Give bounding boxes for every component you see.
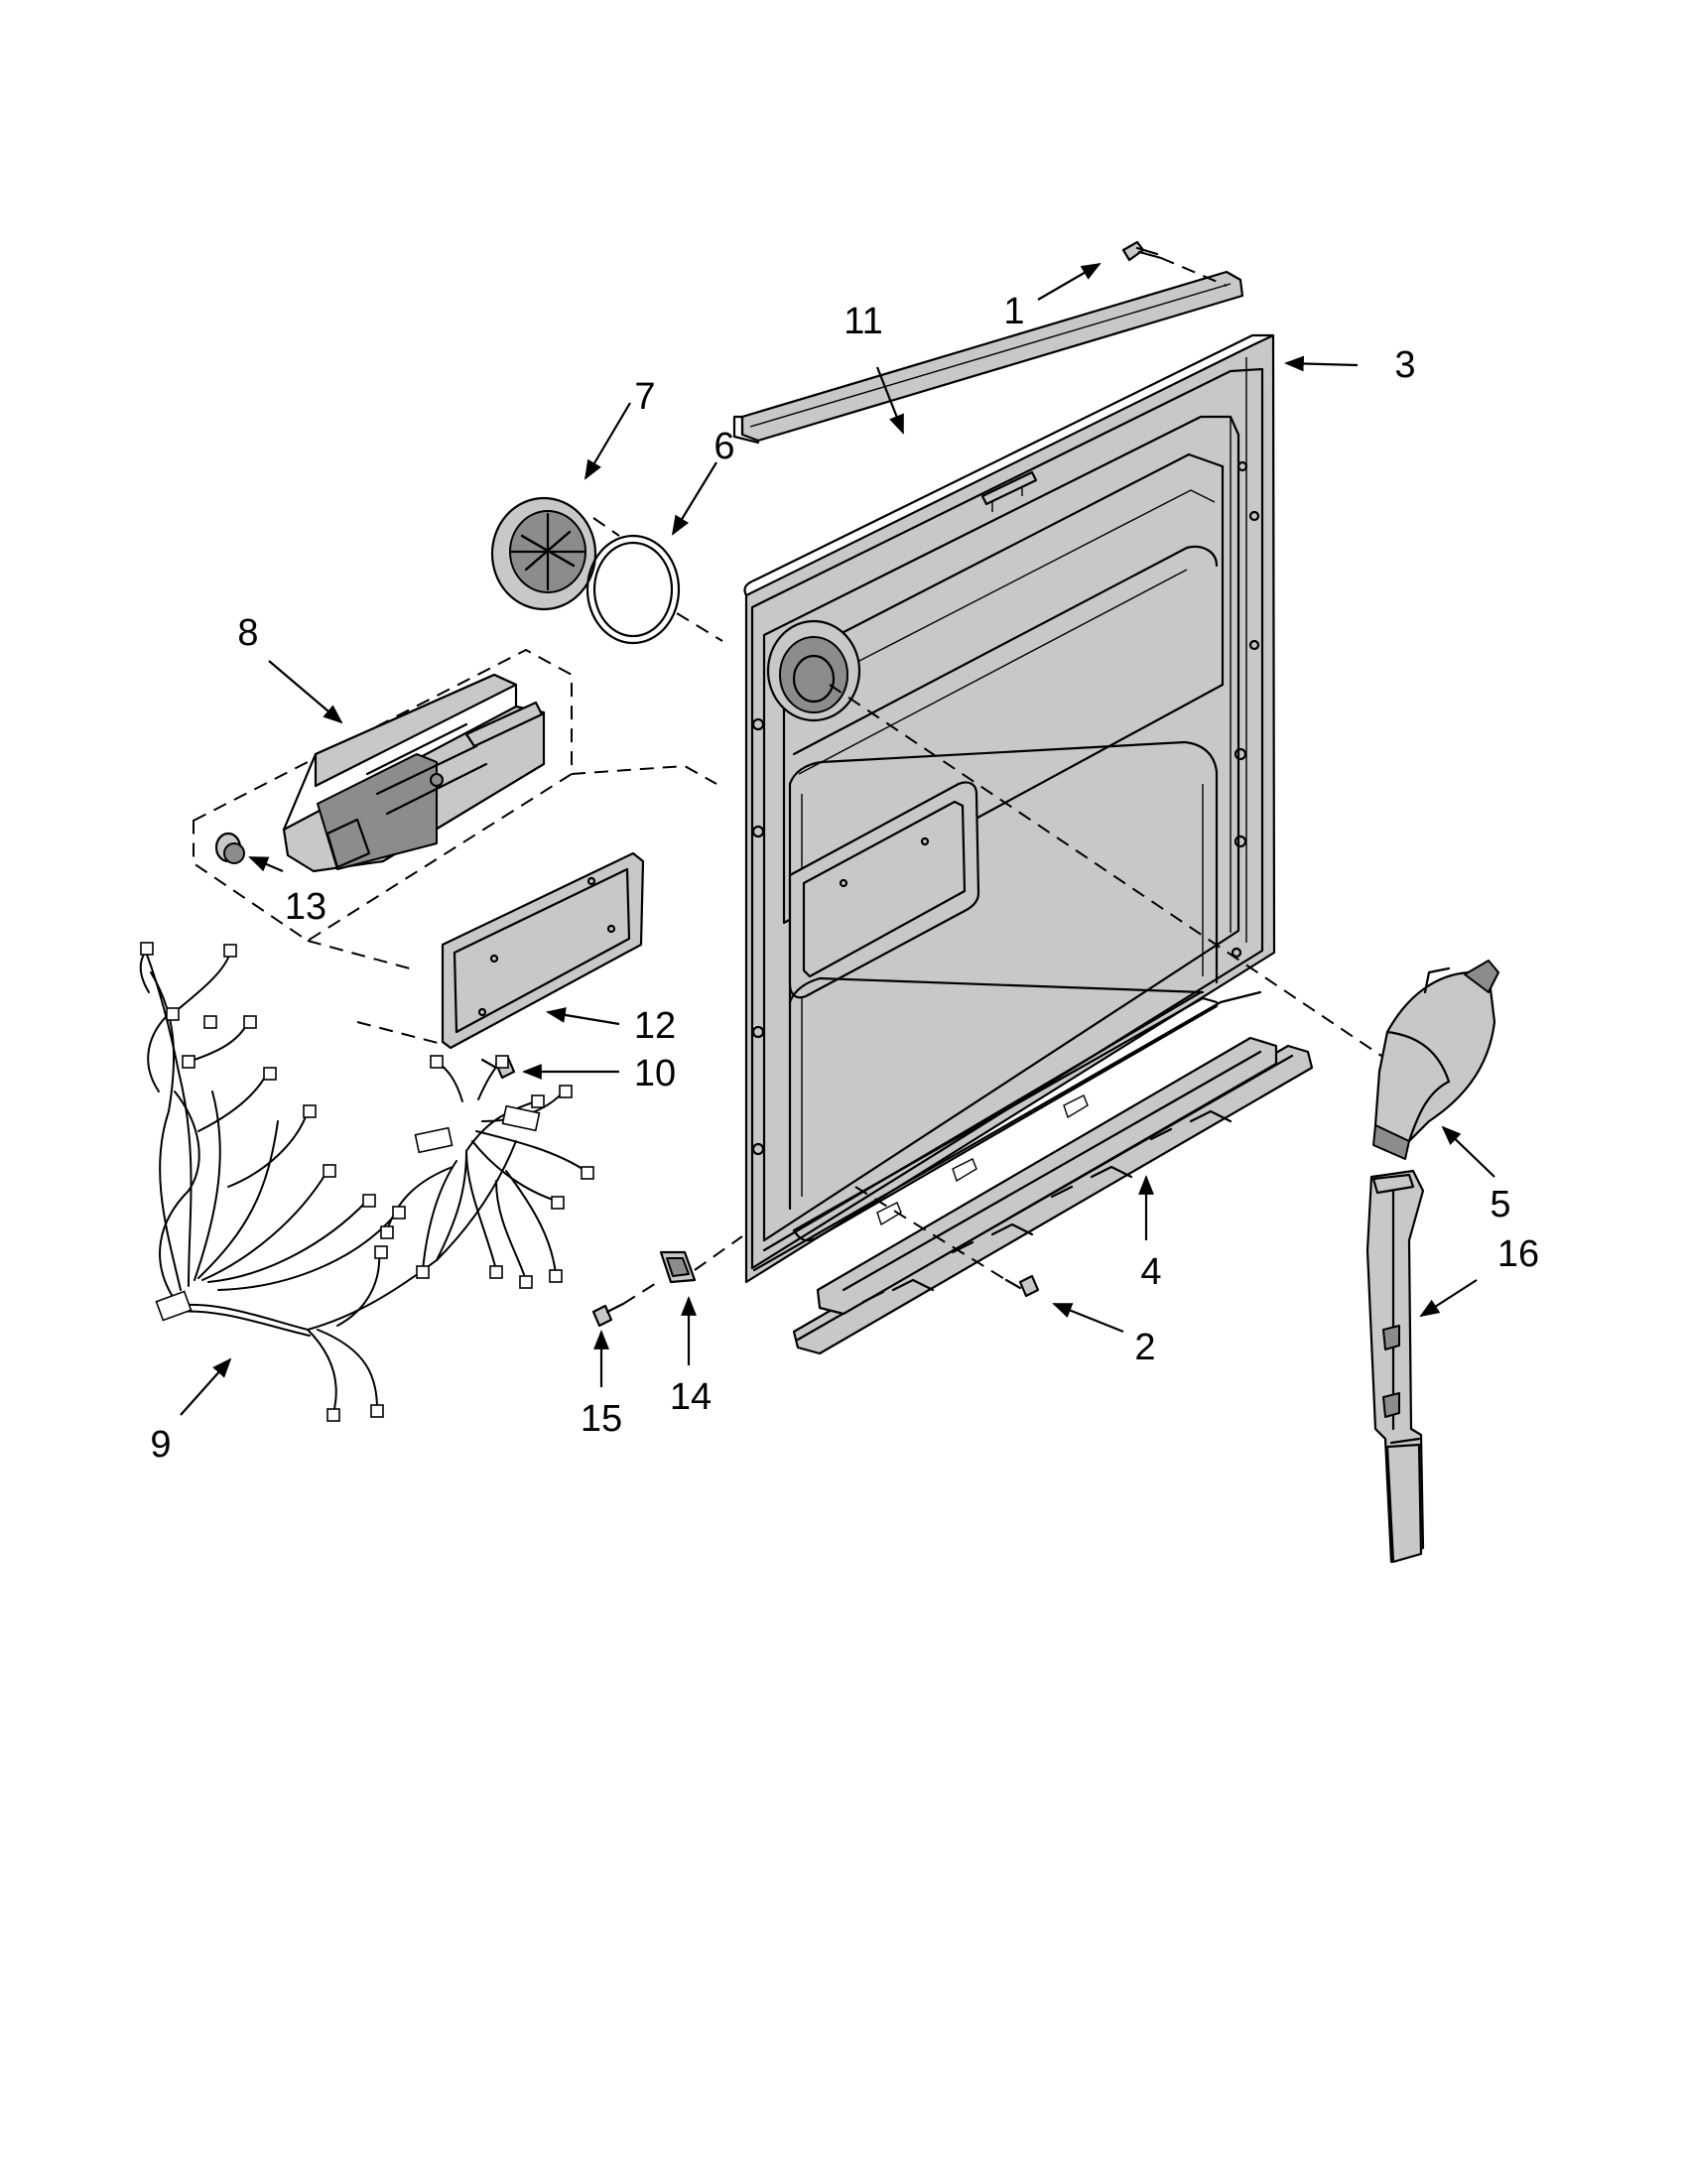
gasket-plate <box>441 851 645 1050</box>
callout-7: 7 <box>634 376 655 418</box>
inner-door-panel <box>743 333 1276 1284</box>
callout-1: 1 <box>1003 291 1024 332</box>
plug <box>214 832 245 864</box>
dispenser-assembly <box>193 648 573 943</box>
callout-15: 15 <box>581 1398 622 1440</box>
callout-10: 10 <box>634 1053 676 1094</box>
vent-cover <box>490 496 597 611</box>
callout-8: 8 <box>237 612 258 654</box>
gasket-ring <box>585 534 681 645</box>
screw-top <box>1121 240 1228 287</box>
screw-clip <box>591 1279 662 1328</box>
callout-14: 14 <box>670 1376 712 1418</box>
callout-11: 11 <box>844 301 882 342</box>
callout-9: 9 <box>150 1424 171 1466</box>
wire-harness <box>139 942 594 1422</box>
callout-3: 3 <box>1394 344 1415 386</box>
callout-12: 12 <box>634 1005 676 1047</box>
lower-rail <box>792 1036 1314 1355</box>
leader-lines <box>180 263 1495 1416</box>
duct-channel <box>1365 1169 1425 1564</box>
screw-bottom <box>854 1186 1040 1298</box>
callout-16: 16 <box>1497 1233 1539 1275</box>
callout-4: 4 <box>1140 1251 1161 1293</box>
callout-5: 5 <box>1490 1184 1510 1225</box>
clip <box>659 1235 743 1284</box>
callout-2: 2 <box>1134 1327 1155 1368</box>
callout-13: 13 <box>285 886 326 928</box>
vent-duct <box>1372 960 1499 1160</box>
callout-labels: 1 2 3 4 5 6 7 8 9 10 11 12 13 14 15 16 <box>150 291 1539 1466</box>
callout-6: 6 <box>714 426 734 467</box>
top-trim-strip <box>732 270 1244 445</box>
